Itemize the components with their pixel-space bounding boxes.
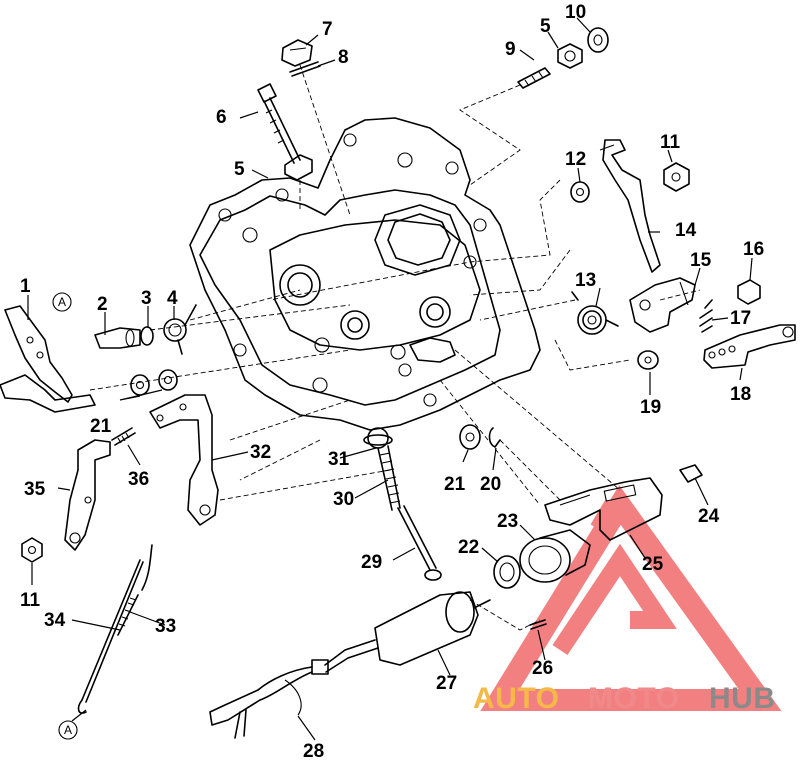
label-14: 14	[675, 220, 697, 241]
part-14-lever	[599, 139, 661, 273]
part-10-washer	[587, 27, 609, 53]
part-7-plug	[281, 39, 313, 67]
label-34: 34	[44, 610, 66, 631]
label-13: 13	[575, 270, 596, 291]
label-19: 19	[640, 397, 661, 418]
part-26-pin	[529, 619, 547, 630]
part-25-bracket	[544, 477, 663, 541]
part-8-clip	[289, 61, 321, 77]
label-31: 31	[328, 449, 350, 470]
part-28-wiring	[209, 666, 313, 739]
part-21-washers-left	[130, 369, 178, 396]
part-4-spring	[163, 304, 197, 355]
label-29: 29	[361, 552, 382, 573]
label-3: 3	[141, 288, 152, 309]
label-30: 30	[333, 489, 354, 510]
part-1-lever	[0, 305, 96, 413]
label-15: 15	[690, 250, 712, 271]
part-36-spring	[111, 427, 136, 446]
part-12-washer	[570, 181, 590, 203]
label-32: 32	[250, 442, 271, 463]
part-30-spring	[377, 445, 401, 511]
label-36: 36	[128, 469, 149, 490]
label-23: 23	[497, 511, 518, 532]
part-labels: 1 2 3 4 5 5 6 7 8 9 10 11 11 12 13 14 15…	[20, 2, 764, 762]
part-5-nut	[557, 43, 583, 69]
label-1: 1	[20, 276, 31, 297]
part-29-pin	[397, 505, 442, 581]
watermark-moto: MOTO	[588, 682, 679, 715]
part-15-bracket	[629, 277, 696, 333]
part-11-nut	[663, 162, 690, 192]
label-7: 7	[322, 19, 333, 40]
part-3-ring	[140, 326, 154, 346]
label-5-nut: 5	[540, 16, 551, 37]
label-9: 9	[505, 39, 516, 60]
part-13-spring	[571, 291, 619, 335]
part-22-washer	[493, 555, 521, 589]
main-housing	[189, 117, 541, 449]
label-26: 26	[532, 658, 553, 679]
label-20: 20	[480, 474, 501, 495]
label-22: 22	[458, 537, 479, 558]
label-8: 8	[338, 47, 349, 68]
alignment-lines	[89, 64, 701, 631]
leader-lines	[27, 17, 753, 741]
reference-mark-a-bottom-text: A	[64, 723, 72, 737]
watermark-hub: HUB	[709, 682, 776, 715]
label-5-housing: 5	[234, 159, 245, 180]
watermark-auto: AUTO	[473, 682, 559, 715]
label-11-top: 11	[660, 132, 681, 153]
part-21-washer-center	[459, 424, 481, 450]
label-11-left: 11	[20, 590, 41, 611]
part-6-bolt	[257, 83, 313, 181]
label-35: 35	[24, 479, 46, 500]
part-32-arm	[149, 394, 219, 526]
part-17-spring	[699, 299, 713, 333]
label-2: 2	[97, 294, 108, 315]
part-2-shaft	[94, 327, 141, 349]
part-23-bushing	[519, 529, 591, 583]
label-18: 18	[730, 384, 751, 405]
label-33: 33	[155, 616, 176, 637]
label-17: 17	[730, 308, 751, 329]
label-10: 10	[565, 2, 586, 23]
label-6: 6	[216, 107, 227, 128]
label-24: 24	[698, 506, 720, 527]
label-4: 4	[167, 288, 178, 309]
label-21-center: 21	[444, 474, 466, 495]
part-34-rod	[77, 559, 144, 714]
reference-mark-a-top-text: A	[58, 295, 66, 309]
reference-mark-a-bottom: A	[58, 709, 87, 740]
label-28: 28	[303, 741, 324, 760]
part-9-stud	[517, 67, 551, 89]
label-16: 16	[743, 239, 764, 260]
watermark-logo	[480, 485, 782, 711]
label-25: 25	[642, 554, 664, 575]
label-27: 27	[436, 673, 457, 694]
part-18-arm	[703, 324, 796, 369]
part-27-solenoid	[311, 591, 491, 675]
label-12: 12	[565, 149, 586, 170]
part-33-spring	[117, 544, 153, 636]
part-20-clip	[488, 427, 501, 448]
part-24-bolt	[679, 464, 703, 483]
part-16-bolt	[737, 279, 761, 305]
watermark-text: AUTO MOTO HUB	[473, 682, 776, 715]
part-35-arm	[64, 439, 111, 551]
part-11-nut-left	[21, 537, 43, 563]
label-21-left: 21	[90, 416, 112, 437]
reference-mark-a-top: A	[52, 292, 72, 312]
part-31-ring	[363, 434, 393, 446]
part-19-washer	[637, 350, 659, 370]
